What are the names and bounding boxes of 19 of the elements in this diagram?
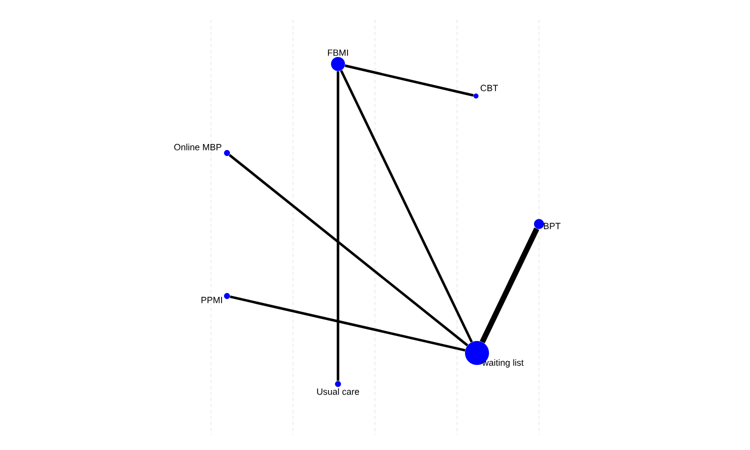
node-label: waiting list	[482, 359, 524, 368]
network-edge	[340, 70, 473, 343]
node-label: PPMI	[202, 296, 222, 304]
network-edge	[228, 154, 468, 346]
node-label: Online MBP	[174, 144, 222, 150]
network-node	[335, 381, 341, 387]
network-edge	[230, 296, 466, 352]
node-label: Usual care	[317, 388, 360, 395]
node-label: CBT	[480, 84, 498, 92]
node-label: FBMI	[328, 50, 348, 56]
network-node	[474, 94, 478, 98]
node-label: BPT	[544, 222, 560, 230]
network-node	[224, 150, 230, 156]
network-node	[331, 57, 345, 71]
network-edge	[480, 228, 540, 344]
network-node	[224, 293, 230, 299]
network-edge	[344, 64, 474, 97]
network-node	[534, 219, 544, 229]
network-edge	[336, 71, 340, 381]
